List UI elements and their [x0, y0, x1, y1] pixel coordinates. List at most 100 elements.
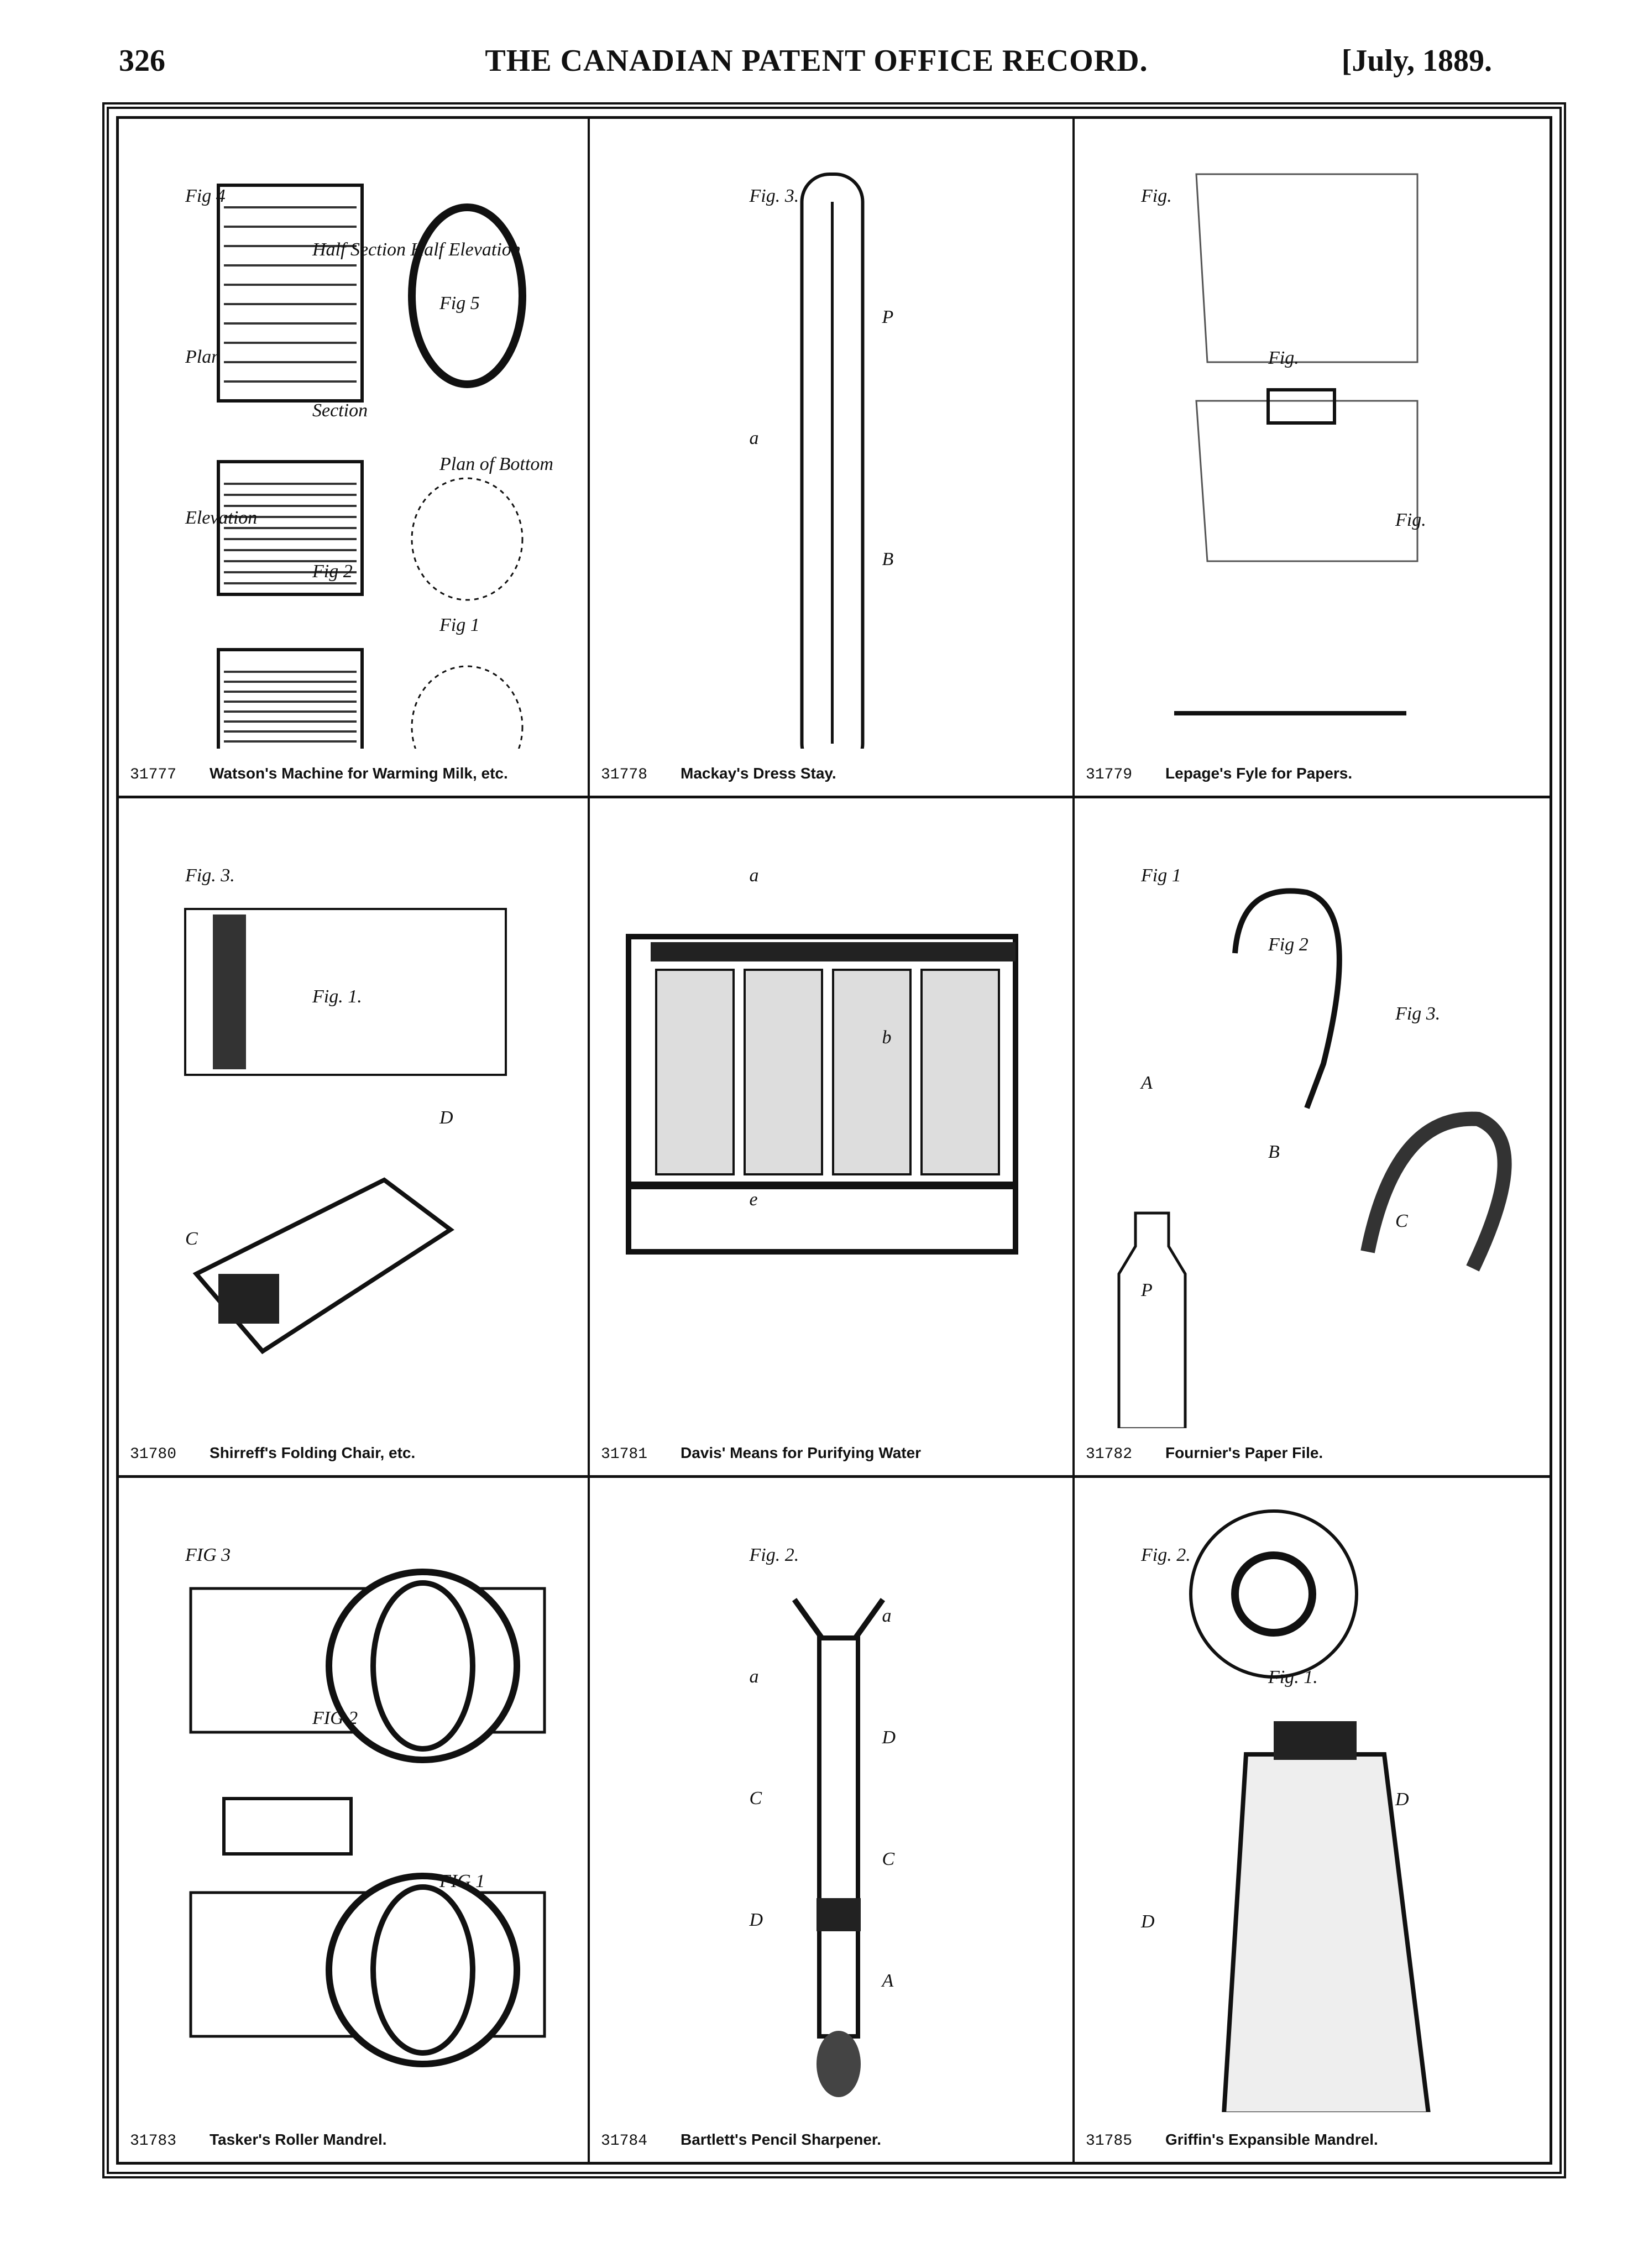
dress-stay: [800, 173, 865, 749]
patent-caption: 31780 Shirreff's Folding Chair, etc.: [130, 1444, 415, 1463]
figure-label: P: [1140, 1280, 1153, 1300]
plan-figure: [411, 477, 524, 601]
figure-label: C: [1395, 1211, 1408, 1231]
figure-label: e: [750, 1189, 758, 1210]
figure-label: Plan of Bottom: [439, 454, 553, 474]
patent-number: 31783: [130, 2133, 177, 2150]
figure-label: P: [882, 307, 894, 327]
patent-caption: 31785 Griffin's Expansible Mandrel.: [1086, 2131, 1378, 2150]
figure-label: a: [750, 1666, 759, 1687]
figure-label: FIG 1: [439, 1871, 485, 1891]
patent-drawing: Fig. 3. PaB: [749, 173, 894, 749]
issue-date: [July, 1889.: [1341, 44, 1492, 78]
patent-cell: a b e 31781 Davis' Means for Purifying Water: [590, 798, 1075, 1478]
page-number: 326: [119, 44, 165, 78]
patent-number: 31779: [1086, 766, 1133, 783]
coil-figure: [217, 648, 364, 749]
figure-label: C: [750, 1788, 762, 1809]
figure-label: Fig 1: [439, 615, 480, 635]
patent-caption: 31779 Lepage's Fyle for Papers.: [1086, 765, 1352, 783]
coil-figure: [217, 460, 364, 596]
figure-label: D: [749, 1910, 763, 1930]
figure-label: D: [1140, 1911, 1155, 1932]
figure-label: b: [882, 1027, 892, 1048]
patent-number: 31785: [1086, 2133, 1133, 2150]
patent-title: Tasker's Roller Mandrel.: [210, 2131, 387, 2148]
figure-label: Fig. 3.: [749, 186, 799, 206]
figure-label: Fig 3.: [1395, 1004, 1440, 1024]
plan-figure: [411, 665, 524, 749]
chair-figure-3: [184, 908, 507, 1076]
patent-number: 31777: [130, 766, 177, 783]
patent-number: 31778: [601, 766, 648, 783]
patent-caption: 31778 Mackay's Dress Stay.: [601, 765, 836, 783]
figure-label: D: [1395, 1789, 1409, 1810]
patent-title: Fournier's Paper File.: [1165, 1444, 1323, 1461]
patent-caption: 31781 Davis' Means for Purifying Water: [601, 1444, 921, 1463]
plan-figure: [408, 203, 526, 388]
figure-label: Fig. 2.: [1140, 1545, 1191, 1565]
figure-label: Fig 4: [185, 186, 226, 206]
patent-caption: 31783 Tasker's Roller Mandrel.: [130, 2131, 387, 2150]
patent-title: Davis' Means for Purifying Water: [681, 1444, 922, 1461]
figure-label: Fig. 3.: [185, 865, 235, 886]
figure-label: Fig 2: [1268, 934, 1309, 955]
patent-number: 31782: [1086, 1446, 1133, 1463]
patent-cell: Fig. Fig. Fig. 31779 Lepage's Fyle for Paper…: [1075, 119, 1550, 798]
figure-label: Plan: [185, 347, 221, 367]
figure-label: Fig 1: [1140, 865, 1181, 886]
figure-label: A: [1140, 1073, 1153, 1093]
sharpener-figure: [792, 1598, 886, 1641]
figure-label: a: [882, 1606, 892, 1626]
page-title: THE CANADIAN PATENT OFFICE RECORD.: [485, 44, 1148, 78]
figure-label: Fig 5: [439, 293, 480, 313]
figure-label: Fig 2: [312, 561, 353, 582]
patent-drawing: Fig 1 Fig 2 Fig 3. A B C P: [1117, 865, 1512, 1428]
purifier-tank: [626, 934, 1018, 1255]
figure-label: A: [881, 1971, 894, 1991]
patent-drawing: a b e: [626, 865, 1018, 1255]
figure-label: C: [882, 1849, 895, 1869]
patent-number: 31784: [601, 2133, 648, 2150]
figure-label: B: [882, 549, 894, 569]
coil-figure: [217, 184, 364, 403]
file-figure: [1195, 173, 1419, 363]
figure-label: B: [1268, 1142, 1280, 1162]
patent-drawing: Fig. 2. Fig. 1. D D: [1140, 1509, 1431, 2112]
patent-drawing: Fig. Fig. Fig.: [1140, 173, 1426, 715]
figure-label: Fig. 2.: [749, 1545, 799, 1565]
figure-label: Section: [312, 400, 368, 421]
figure-label: a: [750, 865, 759, 886]
patent-title: Watson's Machine for Warming Milk, etc.: [210, 765, 508, 782]
clip-figure-1: [1232, 888, 1342, 1109]
patent-cell: Fig 1 Fig 2 Fig 3. A B C P 31782 Fournier's Pape…: [1075, 798, 1550, 1478]
patent-number: 31780: [130, 1446, 177, 1463]
figure-label: Fig.: [1268, 348, 1299, 368]
figure-label: Fig. 1.: [1268, 1667, 1318, 1687]
patent-title: Shirreff's Folding Chair, etc.: [210, 1444, 416, 1461]
patent-title: Lepage's Fyle for Papers.: [1165, 765, 1353, 782]
figure-label: FIG 2: [312, 1708, 358, 1728]
figure-label: Fig. 1.: [312, 986, 362, 1007]
figure-label: C: [185, 1229, 198, 1249]
outer-frame: [102, 102, 1566, 2178]
patent-title: Bartlett's Pencil Sharpener.: [681, 2131, 882, 2148]
patent-caption: 31782 Fournier's Paper File.: [1086, 1444, 1323, 1463]
figure-label: a: [750, 428, 759, 448]
patent-title: Mackay's Dress Stay.: [681, 765, 836, 782]
figure-label: Fig.: [1395, 510, 1426, 530]
patent-title: Griffin's Expansible Mandrel.: [1165, 2131, 1378, 2148]
patent-grid: [116, 116, 1552, 2165]
figure-label: D: [439, 1107, 453, 1128]
patent-cell: Fig. 2. Fig. 1. D D 31785 Griffin's Expansibl…: [1075, 1478, 1550, 2162]
patent-number: 31781: [601, 1446, 648, 1463]
figure-label: Fig.: [1140, 186, 1172, 206]
patent-drawing: Fig. 3. Fig. 1. D C: [184, 865, 507, 1355]
chair-figure-1: [192, 1177, 454, 1355]
patent-caption: 31777 Watson's Machine for Warming Milk, …: [130, 765, 508, 783]
